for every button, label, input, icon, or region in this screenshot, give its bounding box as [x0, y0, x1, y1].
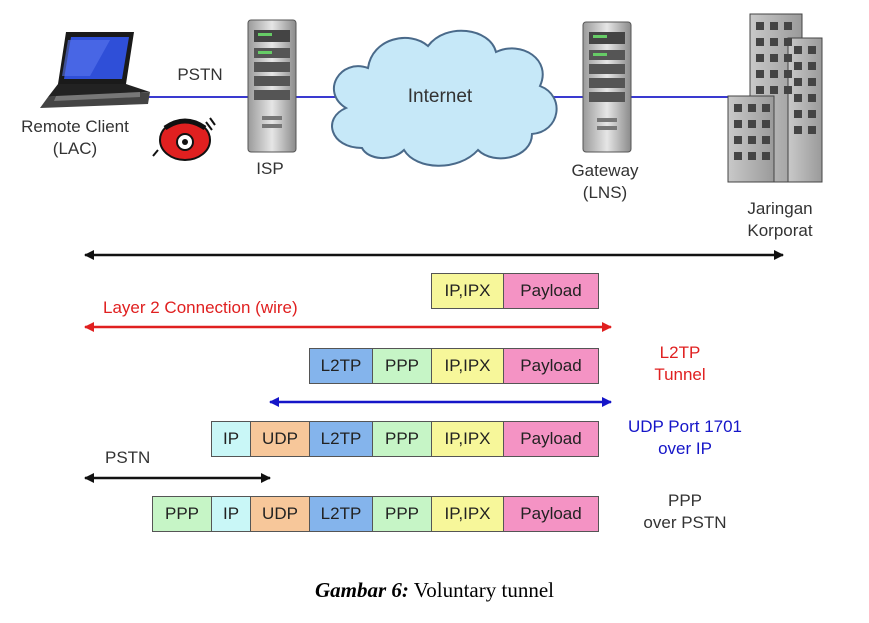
packet-cell-ipipx: IP,IPX	[431, 496, 504, 532]
layer2-connection-label: Layer 2 Connection (wire)	[103, 298, 298, 317]
caption-label: Gambar 6:	[315, 578, 409, 602]
internet-cloud-icon	[331, 29, 558, 167]
packet-row-1: IP,IPX Payload	[431, 273, 599, 309]
packet-cell-payload: Payload	[503, 273, 599, 309]
pstn-arrow-label: PSTN	[105, 448, 151, 467]
packet-cell-ipipx: IP,IPX	[431, 421, 504, 457]
packet-cell-payload: Payload	[503, 421, 599, 457]
packet-cell-ppp: PPP	[372, 421, 432, 457]
figure-caption: Gambar 6: Voluntary tunnel	[0, 578, 869, 603]
packet-cell-ip: IP	[211, 421, 251, 457]
packet-cell-ppp: PPP	[372, 348, 432, 384]
caption-text: Voluntary tunnel	[413, 578, 554, 602]
isp-server-icon	[247, 19, 297, 153]
packet-cell-payload: Payload	[503, 496, 599, 532]
internet-label: Internet	[407, 86, 473, 107]
isp-label: ISP	[256, 159, 284, 178]
packet-cell-ipipx: IP,IPX	[431, 348, 504, 384]
packet-cell-ppp: PPP	[152, 496, 212, 532]
packet-row-3: IP UDP L2TP PPP IP,IPX Payload	[211, 421, 599, 457]
laptop-icon	[40, 32, 150, 108]
remote-client-label: Remote Client(LAC)	[21, 117, 129, 158]
packet-cell-ppp: PPP	[372, 496, 432, 532]
packet-row-2: L2TP PPP IP,IPX Payload	[309, 348, 599, 384]
packet-cell-ipipx: IP,IPX	[431, 273, 504, 309]
gateway-server-icon	[582, 21, 632, 153]
packet-cell-l2tp: L2TP	[309, 496, 373, 532]
packet-cell-l2tp: L2TP	[309, 348, 373, 384]
gateway-label: Gateway(LNS)	[571, 161, 639, 202]
packet-cell-udp: UDP	[250, 496, 310, 532]
corporate-building-icon	[727, 13, 823, 183]
packet-cell-ip: IP	[211, 496, 251, 532]
packet-row-4: PPP IP UDP L2TP PPP IP,IPX Payload	[152, 496, 599, 532]
packet-cell-udp: UDP	[250, 421, 310, 457]
packet-cell-l2tp: L2TP	[309, 421, 373, 457]
pstn-link-label: PSTN	[177, 65, 223, 84]
telephone-icon	[152, 117, 216, 161]
packet-cell-payload: Payload	[503, 348, 599, 384]
